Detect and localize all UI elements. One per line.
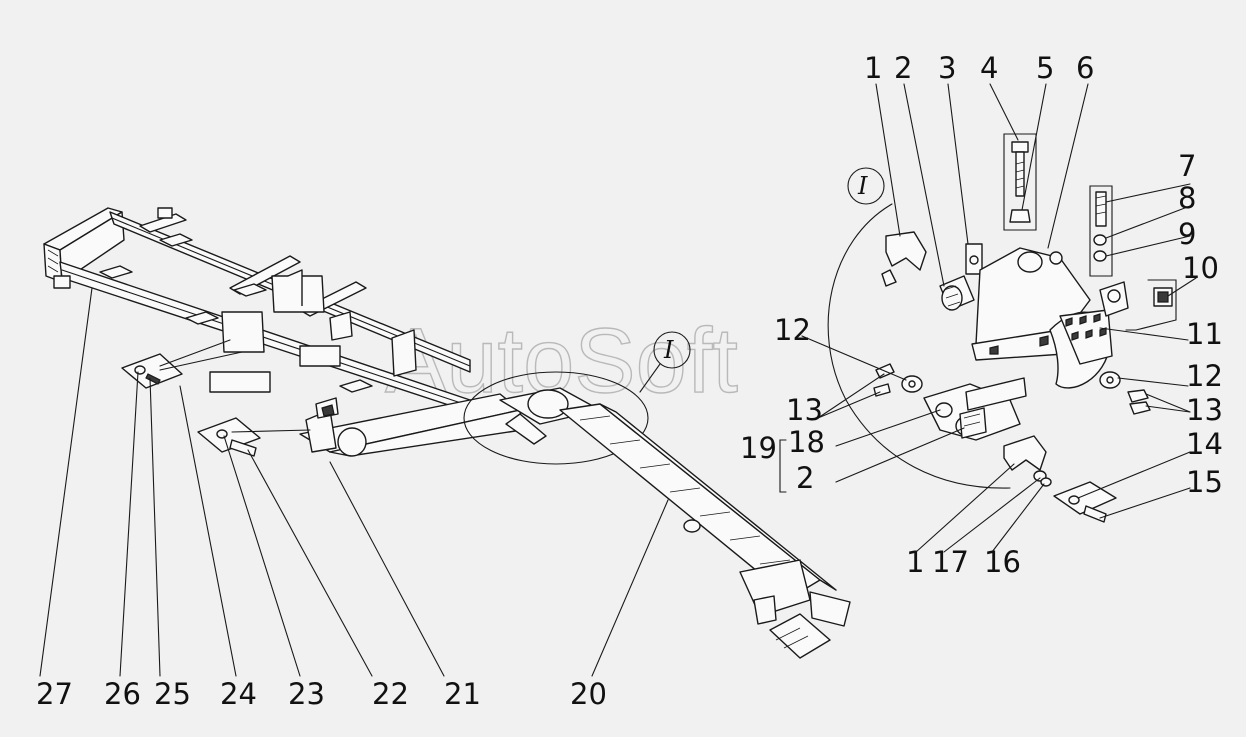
callout-2-top: 2	[894, 51, 912, 85]
callout-24: 24	[220, 677, 257, 711]
callout-11: 11	[1186, 317, 1223, 351]
callout-12-left: 12	[774, 313, 811, 347]
callout-22: 22	[372, 677, 409, 711]
callout-25: 25	[154, 677, 191, 711]
callout-26: 26	[104, 677, 141, 711]
callout-labels: 1 2 3 4 5 6 7 8 9 10 11 12 13 18 19 2 12…	[36, 51, 1223, 711]
callout-27: 27	[36, 677, 73, 711]
callout-9: 9	[1178, 217, 1196, 251]
callout-10: 10	[1182, 251, 1219, 285]
callout-23: 23	[288, 677, 325, 711]
callout-20: 20	[570, 677, 607, 711]
callout-12-right: 12	[1186, 359, 1223, 393]
main-beam: I	[463, 331, 851, 659]
callout-21: 21	[444, 677, 481, 711]
detail-I-view: I	[827, 133, 1177, 523]
callout-13-right: 13	[1186, 393, 1223, 427]
callout-19: 19	[740, 431, 777, 465]
callout-15: 15	[1186, 465, 1223, 499]
callout-18: 18	[788, 425, 825, 459]
callout-8: 8	[1178, 181, 1196, 215]
callout-4: 4	[980, 51, 998, 85]
detail-marker-1: I	[663, 336, 674, 364]
leader-lines	[39, 83, 1197, 677]
callout-17: 17	[932, 545, 969, 579]
callout-14: 14	[1186, 427, 1223, 461]
callout-3: 3	[938, 51, 956, 85]
callout-2-bottom: 2	[796, 461, 814, 495]
callout-1-top: 1	[864, 51, 882, 85]
detail-marker-2: I	[857, 172, 868, 200]
callout-7: 7	[1178, 149, 1196, 183]
callout-1-bottom: 1	[906, 545, 924, 579]
callout-13-left: 13	[786, 393, 823, 427]
fastener-set-left	[121, 353, 261, 457]
callout-16: 16	[984, 545, 1021, 579]
callout-6: 6	[1076, 51, 1094, 85]
callout-5: 5	[1036, 51, 1054, 85]
